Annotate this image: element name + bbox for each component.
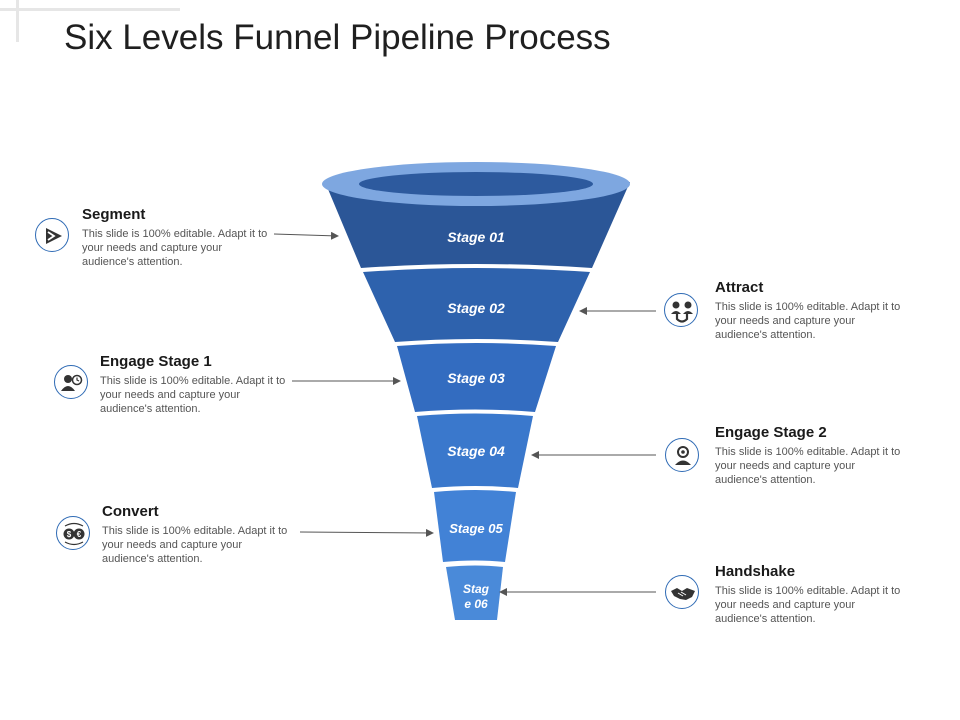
stage-label-3: Stage 03 — [447, 370, 505, 386]
stage-label-4: Stage 04 — [447, 443, 505, 459]
callout-convert-title: Convert — [102, 503, 159, 520]
callout-handshake: Handshake This slide is 100% editable. A… — [715, 563, 915, 626]
funnel-stage-3 — [397, 343, 556, 412]
stage-label-6-line2: e 06 — [464, 597, 488, 611]
currency-exchange-icon: $ € — [56, 516, 90, 550]
handshake-icon — [665, 575, 699, 609]
callout-engage1: Engage Stage 1 This slide is 100% editab… — [100, 353, 300, 416]
funnel-stage-4 — [417, 413, 533, 488]
funnel-stage-2 — [363, 268, 590, 342]
corner-line-vertical — [16, 0, 19, 42]
people-magnet-icon — [664, 293, 698, 327]
callout-engage2-title: Engage Stage 2 — [715, 424, 827, 441]
callout-engage1-text: This slide is 100% editable. Adapt it to… — [100, 375, 286, 415]
callout-engage1-title: Engage Stage 1 — [100, 353, 212, 370]
funnel-rim-inner — [359, 172, 593, 196]
svg-text:$: $ — [67, 530, 72, 539]
stage-label-6-line1: Stag — [463, 582, 490, 596]
callout-attract: Attract This slide is 100% editable. Ada… — [715, 279, 915, 342]
callout-segment: Segment This slide is 100% editable. Ada… — [82, 206, 282, 269]
page-title: Six Levels Funnel Pipeline Process — [64, 18, 611, 57]
funnel-stage-1 — [325, 182, 630, 268]
funnel-stage-5 — [434, 490, 516, 562]
callout-convert: Convert This slide is 100% editable. Ada… — [102, 503, 302, 566]
callout-convert-text: This slide is 100% editable. Adapt it to… — [102, 525, 288, 565]
stage-label-1: Stage 01 — [447, 229, 505, 245]
stage-label-5: Stage 05 — [449, 521, 503, 536]
svg-text:€: € — [77, 530, 82, 539]
stage-label-2: Stage 02 — [447, 300, 505, 316]
user-clock-icon — [54, 365, 88, 399]
arrow-segment — [273, 231, 339, 240]
funnel-stage-6 — [446, 565, 503, 620]
callout-handshake-text: This slide is 100% editable. Adapt it to… — [715, 585, 901, 625]
callout-engage2: Engage Stage 2 This slide is 100% editab… — [715, 424, 915, 487]
arrow-convert — [299, 528, 434, 537]
callout-attract-text: This slide is 100% editable. Adapt it to… — [715, 301, 901, 341]
callout-handshake-title: Handshake — [715, 563, 796, 580]
callout-engage2-text: This slide is 100% editable. Adapt it to… — [715, 446, 901, 486]
person-gear-icon — [665, 438, 699, 472]
corner-line-horizontal — [0, 8, 180, 11]
play-arrow-icon — [35, 218, 69, 252]
callout-segment-text: This slide is 100% editable. Adapt it to… — [82, 228, 268, 268]
callout-segment-title: Segment — [82, 206, 146, 223]
callout-attract-title: Attract — [715, 279, 764, 296]
